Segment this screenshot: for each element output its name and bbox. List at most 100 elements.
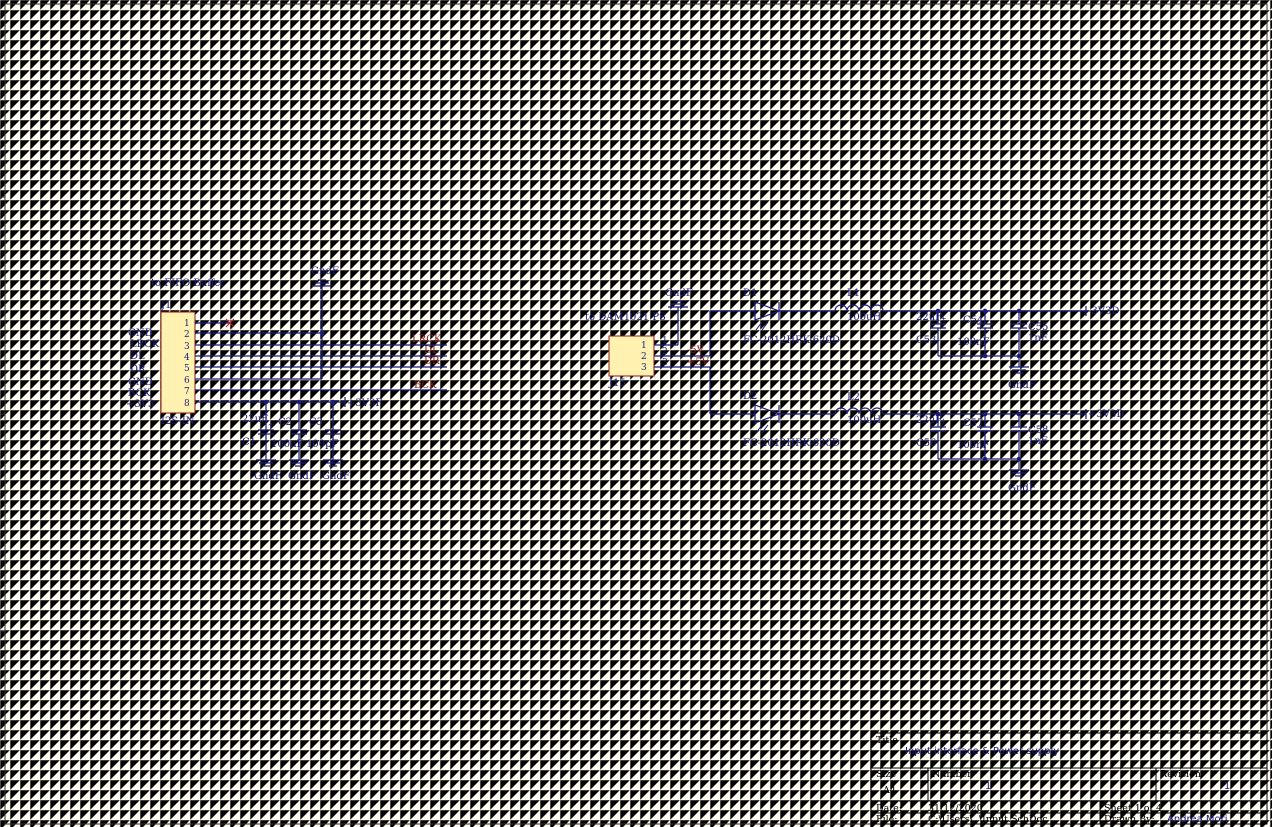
svg-text:GndF: GndF bbox=[1008, 483, 1036, 494]
j1-pin-8: 8 bbox=[184, 399, 190, 409]
date-value: 31/12/2020 bbox=[928, 803, 983, 814]
j15-caption: to DAM1021 PS bbox=[585, 312, 666, 323]
capacitor-c2: C2 100nF GndF bbox=[271, 402, 316, 482]
j1-side-label: GND bbox=[128, 328, 153, 339]
diode-d2: D2 FC-2012HRK-620D bbox=[743, 391, 840, 449]
j1-side-label: BCK bbox=[128, 388, 151, 399]
title-block: Title Input interface & Power supply Siz… bbox=[870, 732, 1268, 825]
svg-text:C56: C56 bbox=[916, 438, 936, 449]
j15-body bbox=[608, 335, 655, 377]
svg-text:22uF: 22uF bbox=[242, 414, 268, 425]
svg-text:C57: C57 bbox=[963, 418, 983, 429]
j1-body bbox=[160, 311, 196, 414]
svg-text:L2: L2 bbox=[847, 392, 860, 403]
gnd-symbol-rail-top: GndF bbox=[1008, 366, 1036, 391]
title-caption: Title bbox=[876, 735, 898, 746]
j15-connector[interactable]: to DAM1021 PS J15 1 2 3 1 2 3 bbox=[585, 312, 668, 389]
svg-text:100nF: 100nF bbox=[271, 439, 304, 450]
j1-pin-6: 6 bbox=[184, 376, 190, 386]
j15-inner-pin-1: 1 bbox=[641, 341, 647, 351]
size-caption: Size bbox=[876, 769, 897, 780]
net-label-minus-5v: -5V bbox=[687, 345, 705, 356]
svg-text:C58: C58 bbox=[1028, 425, 1048, 436]
svg-text:+: + bbox=[940, 417, 947, 426]
svg-text:22uF: 22uF bbox=[916, 312, 942, 323]
svg-text:GndF: GndF bbox=[322, 471, 350, 482]
svg-text:100uH: 100uH bbox=[847, 415, 882, 426]
date-caption: Date: bbox=[876, 803, 902, 814]
power-port-3v3f: +3V3F bbox=[347, 398, 382, 409]
svg-text:GndF: GndF bbox=[288, 471, 316, 482]
j1-pin-1: 1 bbox=[184, 319, 190, 329]
capacitor-c3: C3 100pF GndF bbox=[306, 402, 350, 482]
revision-value: 1 bbox=[1224, 781, 1230, 792]
net-label-dr: DR bbox=[424, 356, 440, 367]
size-value: A4 bbox=[882, 785, 896, 796]
svg-text:100uH: 100uH bbox=[847, 312, 882, 323]
revision-caption: Revision bbox=[1160, 769, 1201, 780]
power-port-plus-3v3d: +3V3D bbox=[1088, 409, 1124, 420]
number-caption: Number bbox=[932, 769, 972, 780]
gnd-symbol-j15: GndF bbox=[665, 288, 693, 308]
net-label-bck: BCK bbox=[414, 380, 437, 391]
j1-pin-7: 7 bbox=[184, 387, 190, 397]
svg-text:C3: C3 bbox=[309, 417, 323, 428]
net-label-dl: DL bbox=[424, 345, 439, 356]
svg-text:FC-2012HRK-620D: FC-2012HRK-620D bbox=[743, 335, 840, 346]
j1-pin-4: 4 bbox=[184, 353, 190, 363]
j1-pin-2: 2 bbox=[184, 330, 190, 340]
j1-side-label: LRCK bbox=[130, 339, 160, 350]
j15-inner-pin-2: 2 bbox=[641, 352, 647, 362]
gnd-symbol-j1-top: GndF bbox=[311, 266, 339, 290]
svg-text:GndF: GndF bbox=[311, 266, 339, 277]
svg-text:D2: D2 bbox=[743, 391, 757, 402]
diode-d1: D1 FC-2012HRK-620D bbox=[743, 288, 840, 346]
sheet-value: Sheet 1 of 4 bbox=[1104, 803, 1162, 814]
j15-pin-1: 1 bbox=[662, 336, 668, 346]
j15-pin-3: 3 bbox=[662, 358, 668, 368]
svg-text:1nF: 1nF bbox=[1028, 333, 1048, 344]
drawn-caption: Drawn By: bbox=[1104, 814, 1155, 825]
svg-text:L1: L1 bbox=[847, 288, 860, 299]
j1-side-label: DL bbox=[130, 351, 145, 362]
svg-text:+: + bbox=[940, 314, 947, 323]
rail-bottom: D2 FC-2012HRK-620D L2 100uH + 22uF C56 C… bbox=[743, 391, 1124, 494]
svg-text:GndF: GndF bbox=[1008, 380, 1036, 391]
title-value: Input interface & Power supply bbox=[905, 746, 1059, 757]
svg-text:C1: C1 bbox=[242, 437, 256, 448]
j1-pin-5: 5 bbox=[184, 364, 190, 374]
svg-text:100nF: 100nF bbox=[957, 337, 990, 348]
j1-value: I2S-IN bbox=[161, 416, 195, 427]
svg-text:GndF: GndF bbox=[254, 471, 282, 482]
j1-decoupling-caps: + 22uF C1 GndF C2 100nF GndF C bbox=[242, 402, 350, 482]
drawn-value: Andrea Mori bbox=[1167, 814, 1228, 825]
file-value: C:\Users\..\Input.SchDoc bbox=[928, 814, 1048, 825]
j15-wires bbox=[654, 307, 755, 415]
number-value: 1 bbox=[985, 781, 991, 792]
svg-text:100nF: 100nF bbox=[957, 440, 990, 451]
j1-side-label: +3V3 bbox=[126, 399, 154, 410]
svg-text:+: + bbox=[268, 420, 275, 429]
gnd-symbol-rail-bottom: GndF bbox=[1008, 469, 1036, 494]
j1-pin-3: 3 bbox=[184, 342, 190, 352]
svg-text:GndF: GndF bbox=[665, 288, 693, 299]
rail-top: D1 FC-2012HRK-620D L1 100uH + 22uF C53 bbox=[743, 288, 1119, 391]
j1-caption: to FIFO Buffer bbox=[151, 278, 225, 289]
j1-side-label: GND bbox=[128, 377, 153, 388]
j1-side-label: DR bbox=[130, 364, 146, 375]
j15-ref: J15 bbox=[608, 378, 626, 389]
svg-text:100pF: 100pF bbox=[306, 439, 338, 450]
svg-text:C2: C2 bbox=[278, 417, 292, 428]
capacitor-c1: + 22uF C1 GndF bbox=[242, 402, 282, 482]
j15-inner-pin-3: 3 bbox=[641, 363, 647, 373]
j15-pin-2: 2 bbox=[662, 347, 668, 357]
svg-text:C54: C54 bbox=[963, 315, 983, 326]
svg-text:C55: C55 bbox=[1028, 322, 1048, 333]
svg-text:1nF: 1nF bbox=[1028, 436, 1048, 447]
svg-text:FC-2012HRK-620D: FC-2012HRK-620D bbox=[743, 438, 840, 449]
j1-ref: J1 bbox=[160, 300, 171, 311]
